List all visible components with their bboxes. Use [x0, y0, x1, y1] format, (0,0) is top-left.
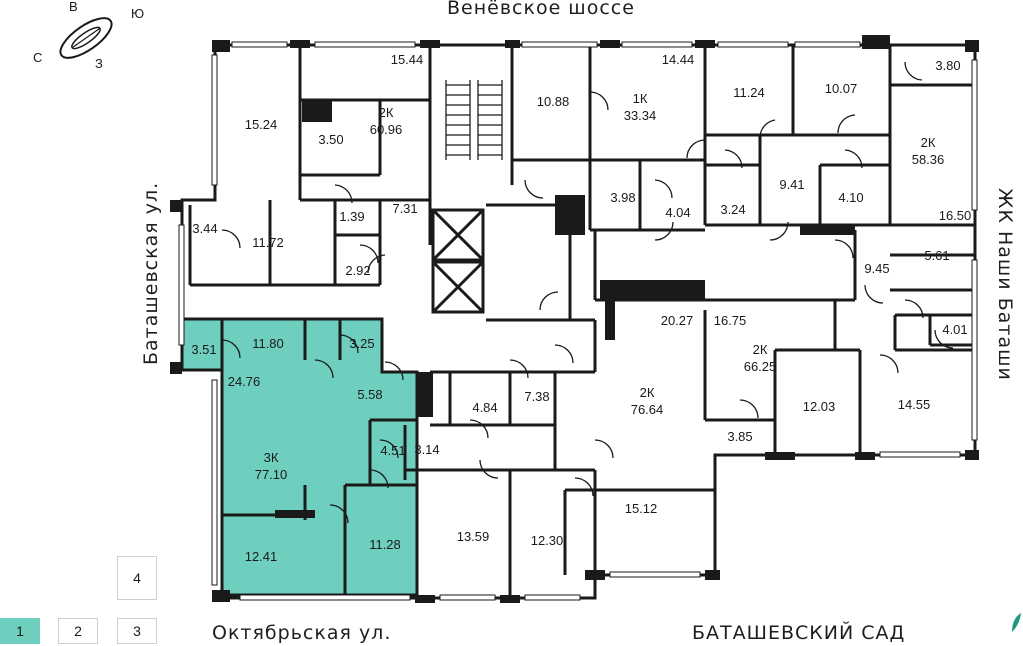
apt-1k-type: 1К [633, 91, 648, 106]
room-area: 9.41 [779, 177, 804, 192]
room-area: 14.55 [898, 397, 931, 412]
leaf-icon [1012, 613, 1021, 632]
room-area: 4.04 [665, 205, 690, 220]
compass-letters: В Ю З С [33, 0, 144, 71]
room-area: 3.44 [192, 221, 217, 236]
room-area: 3.85 [727, 429, 752, 444]
street-right: ЖК Наши Баташи [994, 188, 1016, 381]
room-area: 3.25 [349, 336, 374, 351]
room-area: 11.24 [733, 85, 765, 100]
apt-1k-area: 33.34 [624, 108, 657, 123]
room-area: 20.27 [661, 313, 694, 328]
room-area: 1.39 [339, 209, 364, 224]
wall-blocks [170, 35, 979, 603]
room-area: 3.80 [935, 58, 960, 73]
windows [178, 41, 978, 601]
room-area: 10.88 [537, 94, 570, 109]
floor-button-4[interactable]: 4 [117, 556, 157, 600]
walls [180, 43, 977, 600]
room-area: 4.84 [472, 400, 497, 415]
room-area-labels: 15.44 15.24 3.50 1.39 7.31 2.92 3.44 11.… [191, 52, 971, 564]
apt-2k-right-top-type: 2К [921, 135, 936, 150]
room-area: 9.45 [864, 261, 889, 276]
apt-3k-type: 3К [264, 450, 279, 465]
apt-2k-right-area: 66.25 [744, 359, 777, 374]
apt-2k-mid-type: 2К [640, 385, 655, 400]
apt-2k-right-type: 2К [753, 342, 768, 357]
apt-2k-right-top-area: 58.36 [912, 152, 945, 167]
room-area: 5.58 [357, 387, 382, 402]
room-area: 15.44 [391, 52, 424, 67]
door-swings [221, 61, 954, 524]
room-area: 7.38 [524, 389, 549, 404]
room-area: 3.98 [610, 190, 635, 205]
room-area: 15.24 [245, 117, 278, 132]
apartment-labels: 2К 60.96 1К 33.34 2К 58.36 3К 77.10 2К 7… [255, 91, 945, 482]
room-area: 4.01 [942, 322, 967, 337]
room-area: 12.30 [531, 533, 564, 548]
compass-north: В [69, 0, 78, 14]
street-bottom-left: Октябрьская ул. [212, 622, 392, 644]
compass-east: Ю [131, 6, 144, 21]
room-area: 12.41 [245, 549, 278, 564]
room-area: 2.92 [345, 263, 370, 278]
room-area: 13.59 [457, 529, 490, 544]
room-area: 24.76 [228, 374, 261, 389]
apt-2k-left-type: 2К [379, 105, 394, 120]
floor-button-2[interactable]: 2 [58, 618, 98, 644]
compass-south: З [95, 56, 103, 71]
room-area: 15.12 [625, 501, 658, 516]
room-area: 5.61 [924, 248, 949, 263]
room-area: 11.72 [252, 235, 284, 250]
apt-2k-left-area: 60.96 [370, 122, 403, 137]
room-area: 11.28 [369, 537, 401, 552]
compass-west: С [33, 50, 42, 65]
room-area: 11.80 [252, 336, 284, 351]
room-area: 16.50 [939, 208, 972, 223]
apt-2k-mid-area: 76.64 [631, 402, 664, 417]
apt-3k-area: 77.10 [255, 467, 288, 482]
room-area: 12.03 [803, 399, 836, 414]
room-area: 7.31 [392, 201, 417, 216]
compass [59, 17, 113, 59]
street-bottom-right: БАТАШЕВСКИЙ САД [692, 622, 906, 644]
room-area: 3.51 [191, 342, 216, 357]
room-area: 3.14 [414, 442, 439, 457]
room-area: 4.51 [380, 443, 405, 458]
room-area: 3.24 [720, 202, 745, 217]
room-area: 4.10 [838, 190, 863, 205]
room-area: 3.50 [318, 132, 343, 147]
room-area: 16.75 [714, 313, 747, 328]
floor-button-1[interactable]: 1 [0, 618, 40, 644]
room-area: 14.44 [662, 52, 695, 67]
street-top: Венёвское шоссе [447, 0, 635, 19]
staircase [445, 80, 503, 160]
floor-button-3[interactable]: 3 [117, 618, 157, 644]
street-left: Баташевская ул. [140, 181, 162, 365]
room-area: 10.07 [825, 81, 858, 96]
